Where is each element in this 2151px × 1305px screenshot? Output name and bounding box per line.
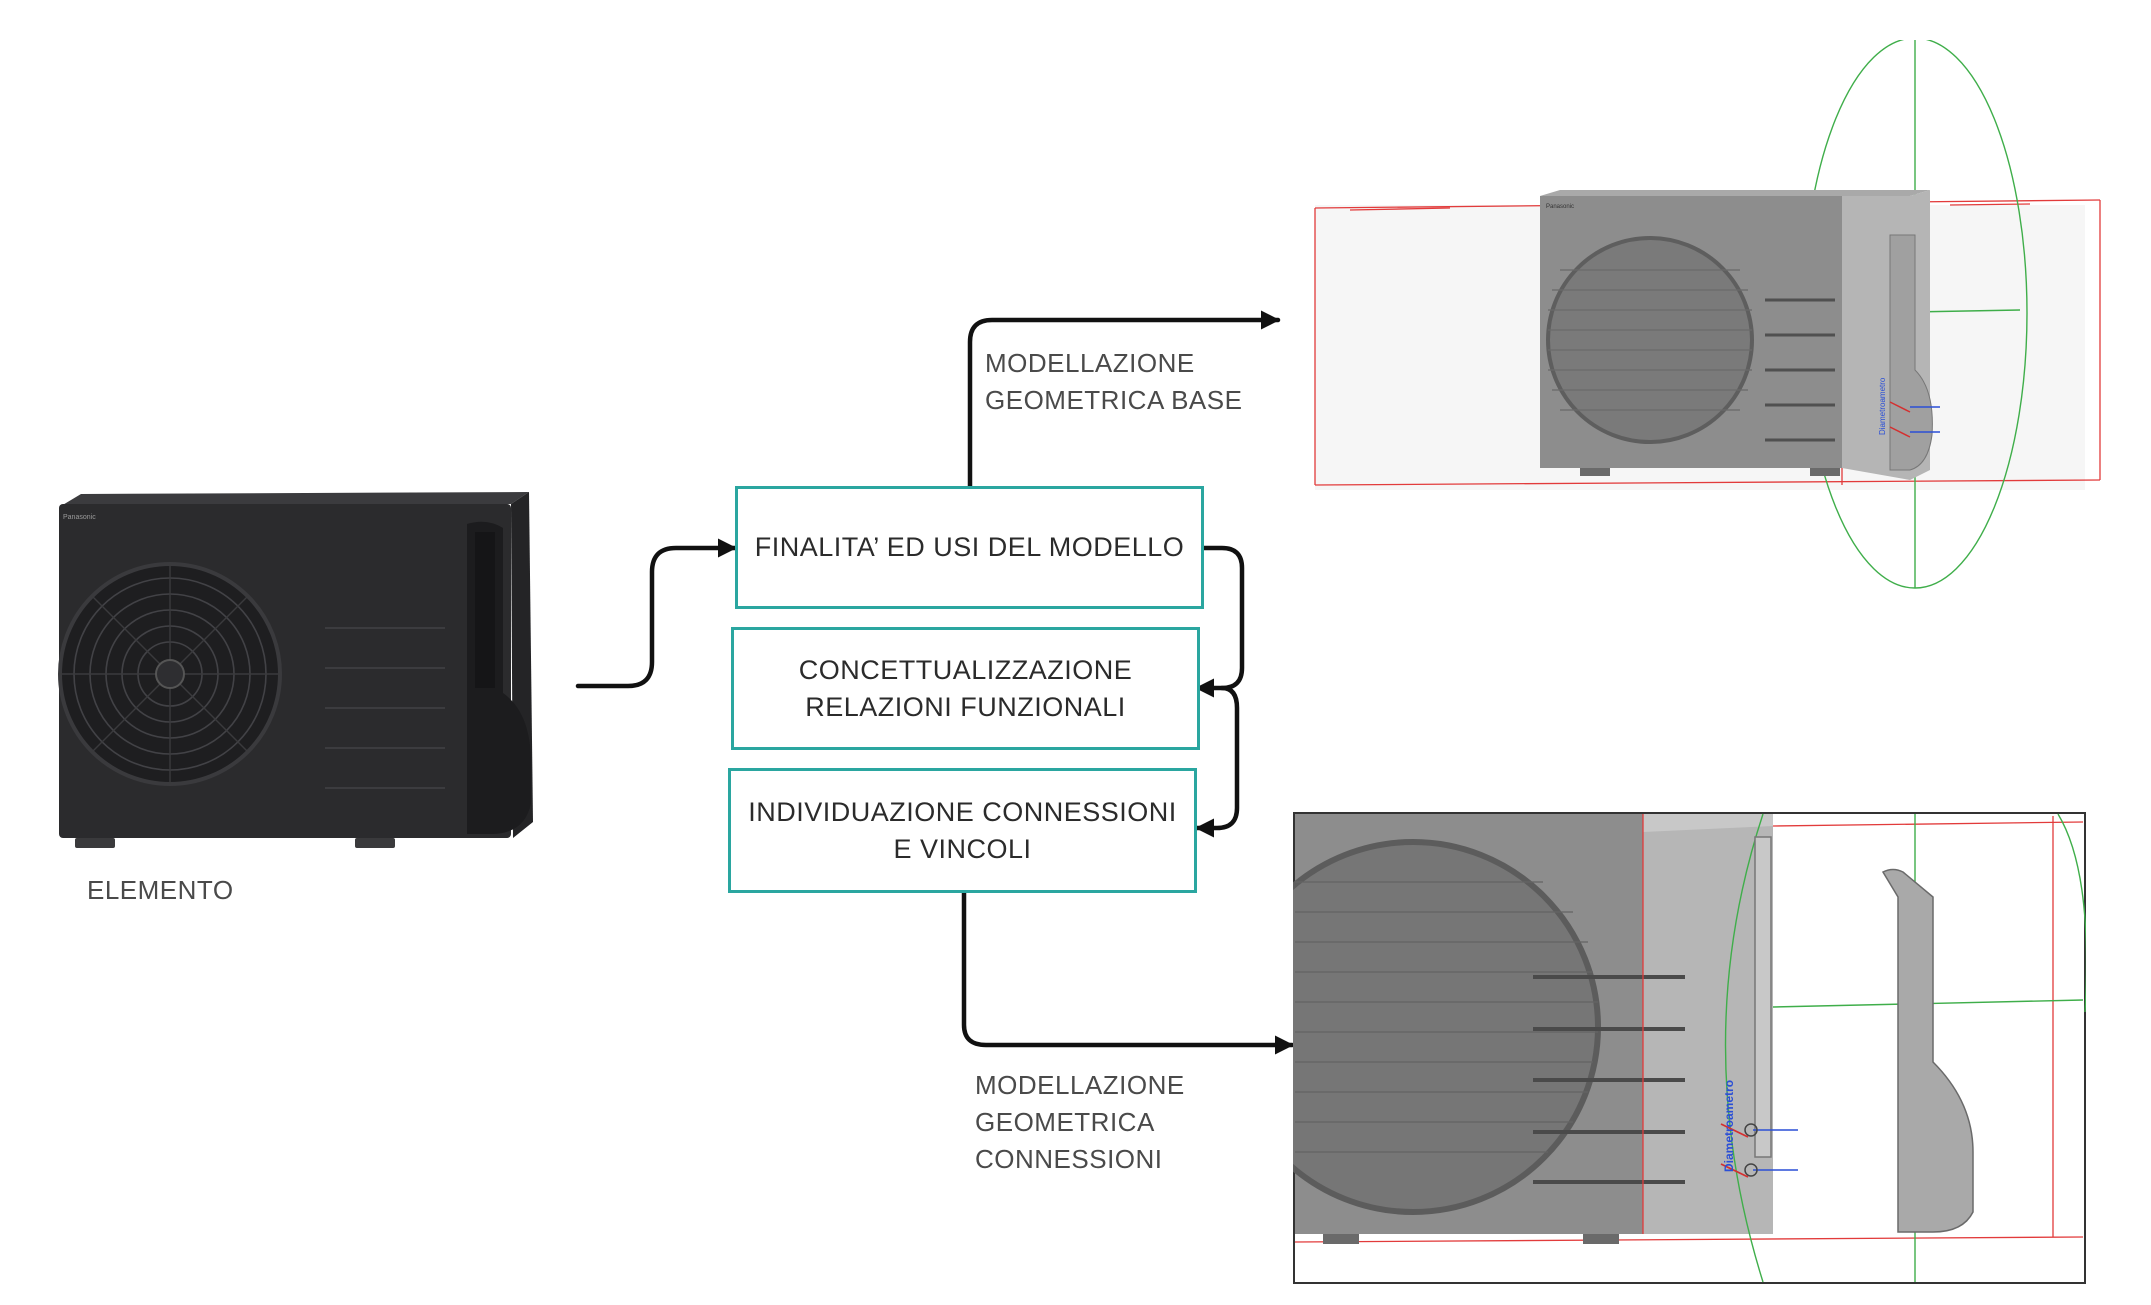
arrow-finalita-to-concettualizzazione bbox=[1194, 545, 1245, 698]
caption-modellazione-base: MODELLAZIONE GEOMETRICA BASE bbox=[985, 348, 1243, 415]
connections-geometric-model-render: Diametroametro bbox=[1293, 812, 2086, 1284]
element-caption: ELEMENTO bbox=[87, 875, 234, 905]
box-individuazione-connessioni: INDIVIDUAZIONE CONNESSIONI E VINCOLI bbox=[728, 768, 1197, 893]
svg-text:Panasonic: Panasonic bbox=[1546, 204, 1574, 210]
arrow-element-to-finalita bbox=[575, 538, 738, 689]
box-finalita-usi-modello: FINALITA’ ED USI DEL MODELLO bbox=[735, 486, 1204, 609]
arrow-individuazione-to-bottom-model bbox=[961, 890, 1295, 1055]
base-geometric-model-render: Diametroametro Panasonic bbox=[1310, 40, 2110, 600]
caption-modellazione-connessioni: MODELLAZIONE GEOMETRICA CONNESSIONI bbox=[975, 1070, 1185, 1174]
arrow-concettualizzazione-to-individuazione bbox=[1194, 685, 1240, 838]
arrow-finalita-to-top-model bbox=[967, 310, 1281, 490]
box-concettualizzazione-relazioni: CONCETTUALIZZAZIONE RELAZIONI FUNZIONALI bbox=[731, 627, 1200, 750]
outdoor-unit-photo: Panasonic bbox=[55, 488, 540, 858]
svg-text:Panasonic: Panasonic bbox=[63, 514, 96, 521]
svg-text:Diametroametro: Diametroametro bbox=[1878, 377, 1887, 435]
svg-text:Diametroametro: Diametroametro bbox=[1722, 1080, 1736, 1172]
